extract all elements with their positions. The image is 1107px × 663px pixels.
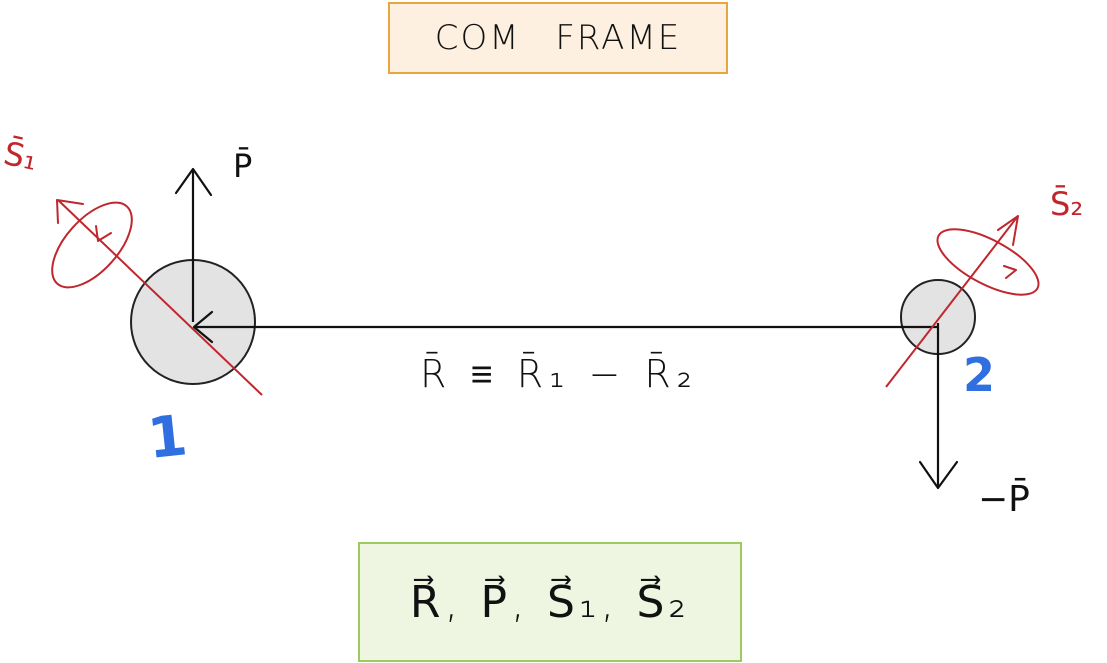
separation-equation: R̄ ≡ R̄₁ − R̄₂ [420,352,699,396]
spin-s1-rotation-arrowhead [95,225,112,242]
momentum-p-arrowhead [174,167,213,197]
spin-s1-label: S̄₁ [0,133,41,179]
momentum-neg-p-label: −P̄ [978,479,1030,520]
spin-s2-rotation-arrowhead [1003,265,1017,279]
variables-list: R⃗, P⃗, S⃗₁, S⃗₂ [409,576,691,628]
title-box: COM FRAME [388,2,728,74]
spin-s2-arrowhead [997,215,1019,246]
spin-s1-rotation-loop [51,201,133,289]
spin-s1-axis [57,199,263,396]
particle-1-number: 1 [144,403,191,472]
spin-s2-rotation-loop [936,228,1040,296]
momentum-p-label: P̄ [233,147,253,185]
variables-box: R⃗, P⃗, S⃗₁, S⃗₂ [358,542,742,662]
momentum-neg-p-arrowhead [918,460,959,490]
spin-s1-arrowhead [56,199,84,224]
spin-s2-axis [885,215,1019,388]
diagram-title: COM FRAME [434,18,682,58]
particle-2-number: 2 [963,348,996,402]
spin-s2-label: S̄₂ [1050,185,1084,223]
separation-vector-arrowhead [192,310,214,344]
